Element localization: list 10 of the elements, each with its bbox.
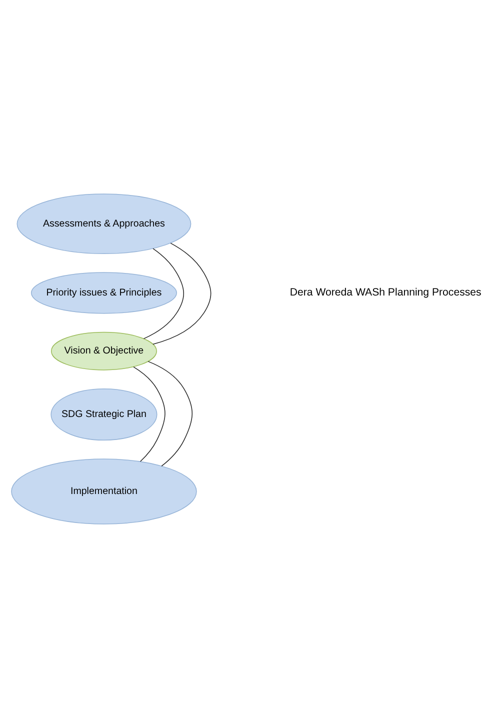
node-ellipse: SDG Strategic Plan xyxy=(50,388,158,440)
node-ellipse: Assessments & Approaches xyxy=(16,193,192,254)
label: Dera Woreda WASh Planning Processes xyxy=(290,286,482,298)
node-ellipse: Priority issues & Principles xyxy=(30,272,177,314)
node-ellipse: Vision & Objective xyxy=(50,331,157,370)
connector xyxy=(148,360,193,466)
node-ellipse: Implementation xyxy=(11,458,197,524)
connector xyxy=(133,366,166,462)
connector xyxy=(143,248,184,339)
connector xyxy=(152,242,212,344)
